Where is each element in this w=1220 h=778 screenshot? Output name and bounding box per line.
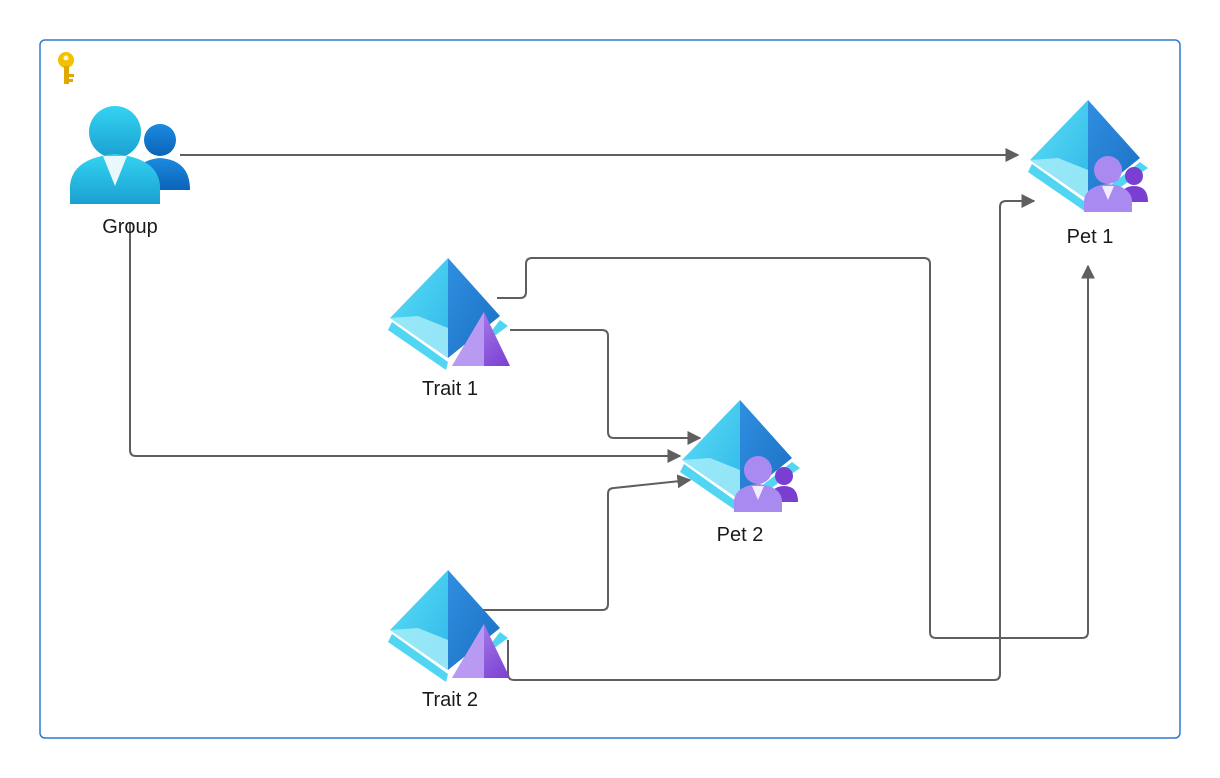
connector-trait2-pet2: [480, 474, 692, 611]
pet1-label: Pet 1: [1066, 226, 1114, 248]
pet1-icon: [1028, 100, 1148, 212]
trait1-icon: [388, 258, 510, 370]
pet2-icon: [680, 400, 800, 512]
connector-trait1-pet2: [510, 329, 702, 445]
connector-trait2-pet1: [507, 194, 1036, 681]
trait2-icon: [388, 570, 510, 682]
users-icon: [70, 106, 190, 204]
connector-group-pet2: [129, 222, 682, 463]
group-label: Group: [102, 216, 158, 238]
trait2-label: Trait 2: [422, 689, 478, 711]
connectors: [129, 148, 1095, 681]
trait1-label: Trait 1: [422, 378, 478, 400]
pet2-label: Pet 2: [716, 524, 764, 546]
connector-trait1-pet1: [497, 257, 1095, 639]
key-icon: [58, 52, 74, 84]
frame-border: [39, 39, 1181, 739]
